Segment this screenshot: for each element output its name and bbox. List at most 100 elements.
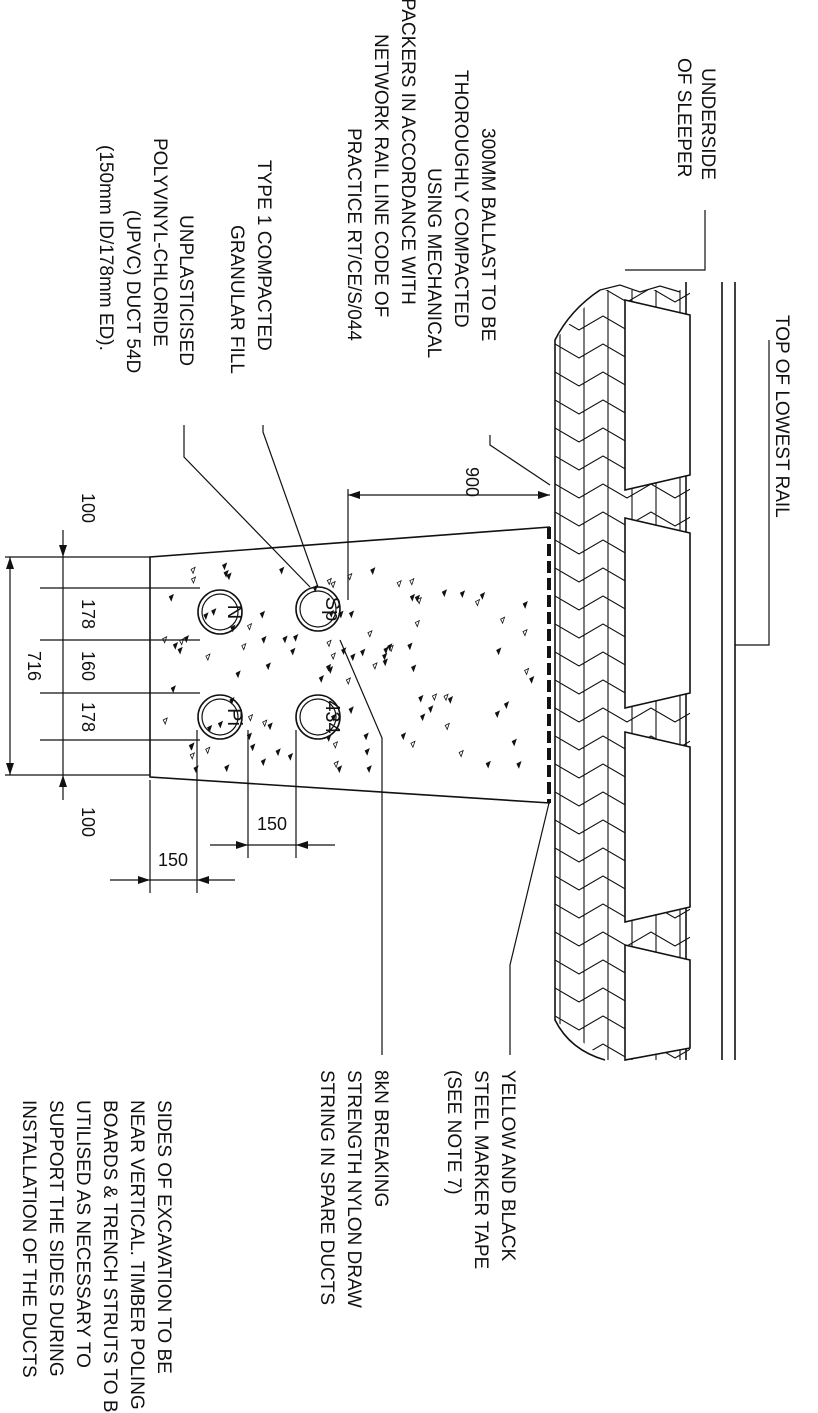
fill-speckle <box>203 612 209 621</box>
sleepers <box>624 298 691 1061</box>
fill-speckle <box>223 569 229 578</box>
fill-speckle <box>447 696 454 704</box>
label-upvc: UNPLASTICISED POLYVINYL-CHLORIDE (UPVC) … <box>95 138 196 373</box>
fill-speckle <box>205 653 211 662</box>
svg-text:(UPVC) DUCT 54D: (UPVC) DUCT 54D <box>122 210 143 373</box>
svg-text:160: 160 <box>78 651 98 681</box>
fill-speckle <box>364 747 370 756</box>
fill-speckle <box>418 694 424 703</box>
fill-speckle <box>414 594 421 603</box>
svg-text:STRENGTH NYLON DRAW: STRENGTH NYLON DRAW <box>343 1070 364 1308</box>
duct-n: N <box>197 589 245 635</box>
fill-speckle <box>494 710 501 719</box>
fill-speckle <box>345 677 352 686</box>
fill-speckle <box>189 752 195 760</box>
fill-speckle <box>367 629 373 638</box>
svg-text:INSTALLATION OF THE DUCTS: INSTALLATION OF THE DUCTS <box>18 1100 39 1378</box>
dim-vertical: 100 178 160 178 100 716 <box>5 493 200 837</box>
svg-text:NEAR VERTICAL. TIMBER POLING: NEAR VERTICAL. TIMBER POLING <box>126 1100 147 1410</box>
fill-speckle <box>188 742 195 751</box>
svg-text:100: 100 <box>78 807 98 837</box>
fill-speckle <box>347 572 353 581</box>
fill-speckle <box>516 761 522 769</box>
rails <box>685 282 736 1060</box>
fill-speckle <box>500 616 506 625</box>
fill-speckle <box>407 642 413 651</box>
fill-speckle <box>224 764 230 773</box>
fill-speckle <box>524 667 530 676</box>
svg-text:100: 100 <box>78 493 98 523</box>
fill-speckle <box>170 685 176 694</box>
svg-text:716: 716 <box>24 651 44 681</box>
fill-speckle <box>443 693 449 702</box>
svg-text:STRING IN SPARE DUCTS: STRING IN SPARE DUCTS <box>316 1070 337 1305</box>
fill-speckle <box>211 608 217 616</box>
label-marker-tape: YELLOW AND BLACK STEEL MARKER TAPE (SEE … <box>443 1070 518 1269</box>
svg-text:UNDERSIDE: UNDERSIDE <box>697 68 718 180</box>
fill-speckle <box>326 663 332 672</box>
svg-text:NETWORK RAIL LINE CODE OF: NETWORK RAIL LINE CODE OF <box>370 34 391 317</box>
fill-speckle <box>382 658 388 667</box>
fill-speckle <box>444 722 450 731</box>
fill-speckle <box>162 717 168 726</box>
fill-speckle <box>190 566 196 575</box>
fill-speckle <box>250 743 256 752</box>
fill-speckle <box>222 562 228 571</box>
fill-speckle <box>529 675 535 684</box>
fill-speckle <box>241 642 247 651</box>
fill-speckle <box>409 593 416 602</box>
svg-text:POLYVINYL-CHLORIDE: POLYVINYL-CHLORIDE <box>149 138 170 347</box>
svg-text:N: N <box>223 605 245 619</box>
duct-pi: Pi <box>197 694 245 740</box>
svg-text:UTILISED AS NECESSARY TO: UTILISED AS NECESSARY TO <box>72 1100 93 1368</box>
fill-speckle <box>522 600 528 609</box>
fill-speckle <box>431 693 438 702</box>
svg-text:178: 178 <box>78 702 98 732</box>
fill-speckle <box>330 713 337 722</box>
fill-speckle <box>458 749 464 758</box>
fill-speckle <box>282 635 288 644</box>
svg-text:Pi: Pi <box>223 708 245 726</box>
fill-speckle <box>350 653 356 662</box>
svg-text:900: 900 <box>462 467 482 497</box>
fill-speckle <box>226 572 232 581</box>
fill-speckle <box>414 619 420 628</box>
fill-speckle <box>409 577 415 586</box>
fill-speckle <box>275 748 281 757</box>
fill-speckle <box>207 724 213 733</box>
fill-speckle <box>260 758 267 767</box>
svg-text:BOARDS & TRENCH STRUTS TO BE: BOARDS & TRENCH STRUTS TO BE <box>99 1100 120 1413</box>
fill-speckle <box>428 705 434 714</box>
fill-speckle <box>441 589 448 598</box>
svg-text:178: 178 <box>78 599 98 629</box>
fill-speckle <box>348 706 354 715</box>
fill-speckle <box>485 760 491 769</box>
fill-speckle <box>183 635 190 643</box>
fill-speckle <box>387 643 393 652</box>
duct-434: 434 <box>295 694 343 740</box>
fill-speckle <box>168 593 174 602</box>
svg-text:THOROUGHLY COMPACTED: THOROUGHLY COMPACTED <box>450 70 471 328</box>
dim-150-upper: 150 <box>210 730 335 858</box>
fill-speckle <box>177 646 183 655</box>
svg-text:PRACTICE RT/CE/S/044: PRACTICE RT/CE/S/044 <box>343 128 364 341</box>
svg-text:(SEE NOTE 7): (SEE NOTE 7) <box>443 1070 464 1195</box>
fill-speckle <box>400 732 407 741</box>
label-ballast: 300MM BALLAST TO BE THOROUGHLY COMPACTED… <box>343 0 498 358</box>
fill-speckle <box>246 622 253 631</box>
fill-speckle <box>383 646 389 655</box>
fill-speckle <box>326 639 332 648</box>
dim-150-lower: 150 <box>110 730 235 893</box>
fill-speckle <box>265 662 271 671</box>
svg-text:Sp: Sp <box>321 597 343 621</box>
fill-speckle <box>293 633 299 642</box>
svg-text:OF SLEEPER: OF SLEEPER <box>673 58 694 177</box>
fill-speckle <box>348 610 355 619</box>
fill-speckle <box>332 741 339 749</box>
fill-speckle <box>261 635 267 644</box>
fill-speckle <box>372 662 378 670</box>
svg-text:(150mm ID/178mm ED).: (150mm ID/178mm ED). <box>95 145 116 351</box>
svg-text:UNPLASTICISED: UNPLASTICISED <box>175 215 196 366</box>
fill-speckle <box>235 670 241 679</box>
